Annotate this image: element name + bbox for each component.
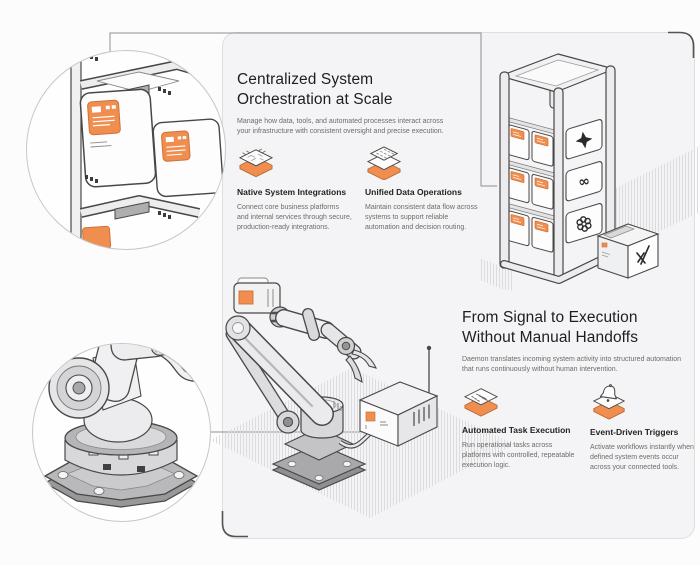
server-rack-illustration: ∞ bbox=[480, 53, 700, 290]
feature-native-integrations: Native System Integrations Connect core … bbox=[237, 146, 352, 233]
execution-subtitle: Daemon translates incoming system activi… bbox=[462, 356, 682, 374]
feature-body: Maintain consistent data flow across sys… bbox=[365, 204, 478, 231]
data-layers-icon bbox=[366, 146, 402, 180]
robot-head-panel bbox=[238, 290, 254, 305]
four-pointed-star-logo bbox=[575, 131, 593, 149]
orchestration-title: Centralized System Orchestration at Scal… bbox=[237, 71, 393, 108]
rack-closeup-drawing bbox=[70, 51, 225, 249]
feature-title: Automated Task Execution bbox=[462, 425, 571, 435]
chip-icon bbox=[238, 148, 274, 178]
bell-icon bbox=[592, 384, 626, 420]
feature-body: Connect core business platforms and inte… bbox=[237, 204, 352, 231]
x1-edge-box bbox=[596, 223, 660, 279]
execution-title: From Signal to Execution Without Manual … bbox=[462, 309, 639, 346]
flower-logo bbox=[576, 216, 592, 232]
feature-title: Unified Data Operations bbox=[365, 187, 462, 197]
orchestration-subtitle: Manage how data, tools, and automated pr… bbox=[237, 118, 444, 136]
feature-body: Run operational tasks across platforms w… bbox=[462, 442, 575, 469]
rack-modules bbox=[503, 115, 561, 253]
feature-event-triggers: Event-Driven Triggers Activate workflows… bbox=[590, 384, 694, 473]
feature-unified-data: Unified Data Operations Maintain consist… bbox=[365, 146, 478, 233]
infinity-logo: ∞ bbox=[577, 173, 591, 191]
antenna-icon bbox=[426, 345, 432, 351]
task-list-icon bbox=[463, 388, 499, 417]
feature-automated-tasks: Automated Task Execution Run operational… bbox=[462, 384, 578, 471]
module-labels bbox=[510, 128, 549, 233]
gripper-claw bbox=[351, 349, 377, 369]
feature-title: Event-Driven Triggers bbox=[590, 427, 679, 437]
gripper-claw bbox=[345, 355, 363, 384]
feature-body: Activate workflows instantly when define… bbox=[590, 444, 694, 471]
robot-base-closeup-circle bbox=[32, 343, 211, 522]
robot-arm-illustration bbox=[210, 277, 514, 518]
controller-box bbox=[358, 345, 439, 447]
robot-base-closeup-drawing bbox=[43, 344, 210, 508]
rack-closeup-circle bbox=[26, 50, 226, 250]
feature-title: Native System Integrations bbox=[237, 187, 347, 197]
x1-logo bbox=[636, 245, 650, 265]
logo-panels bbox=[565, 119, 603, 244]
